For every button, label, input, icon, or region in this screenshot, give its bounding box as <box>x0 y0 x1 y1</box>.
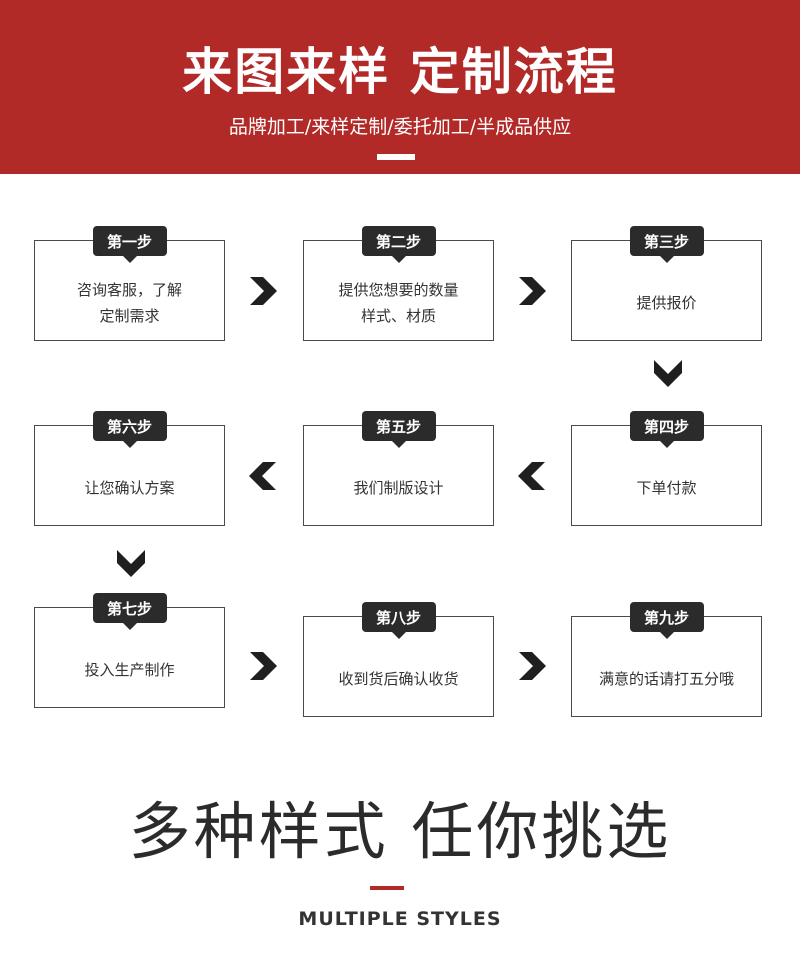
step-text: 咨询客服，了解 定制需求 <box>76 280 182 325</box>
accent-divider <box>370 886 404 890</box>
chevron-left-icon <box>515 459 549 493</box>
step-tag: 第四步 <box>629 411 704 441</box>
step-text: 收到货后确认收货 <box>338 669 459 688</box>
step-text: 投入生产制作 <box>84 660 175 679</box>
chevron-right-icon <box>515 274 549 308</box>
step-text: 让您确认方案 <box>84 478 175 497</box>
step-text: 提供您想要的数量 样式、材质 <box>338 280 459 325</box>
step-tag: 第六步 <box>92 411 167 441</box>
step-6-box: 第六步 让您确认方案 <box>34 411 225 526</box>
step-7-box: 第七步 投入生产制作 <box>34 593 225 708</box>
step-text: 提供报价 <box>636 293 697 312</box>
chevron-down-icon <box>114 546 148 580</box>
step-5-box: 第五步 我们制版设计 <box>303 411 494 526</box>
banner-title: 来图来样 定制流程 <box>182 43 618 101</box>
step-text: 下单付款 <box>636 478 697 497</box>
chevron-right-icon <box>246 649 280 683</box>
step-text: 满意的话请打五分哦 <box>598 669 734 688</box>
step-tag: 第八步 <box>361 602 436 632</box>
banner-divider <box>377 154 415 160</box>
banner-subtitle: 品牌加工/来样定制/委托加工/半成品供应 <box>228 116 572 138</box>
styles-title: 多种样式 任你挑选 <box>128 795 672 868</box>
step-9-box: 第九步 满意的话请打五分哦 <box>571 602 762 717</box>
chevron-left-icon <box>246 459 280 493</box>
step-8-box: 第八步 收到货后确认收货 <box>303 602 494 717</box>
header-banner: 来图来样 定制流程 品牌加工/来样定制/委托加工/半成品供应 <box>0 0 800 174</box>
step-1-box: 第一步 咨询客服，了解 定制需求 <box>34 226 225 341</box>
step-tag: 第五步 <box>361 411 436 441</box>
chevron-right-icon <box>515 649 549 683</box>
step-3-box: 第三步 提供报价 <box>571 226 762 341</box>
step-text: 我们制版设计 <box>353 478 444 497</box>
step-tag: 第三步 <box>629 226 704 256</box>
step-4-box: 第四步 下单付款 <box>571 411 762 526</box>
chevron-right-icon <box>246 274 280 308</box>
styles-subtitle: MULTIPLE STYLES <box>298 908 502 930</box>
chevron-down-icon <box>651 356 685 390</box>
step-tag: 第二步 <box>361 226 436 256</box>
step-tag: 第九步 <box>629 602 704 632</box>
step-2-box: 第二步 提供您想要的数量 样式、材质 <box>303 226 494 341</box>
step-tag: 第一步 <box>92 226 167 256</box>
step-tag: 第七步 <box>92 593 167 623</box>
